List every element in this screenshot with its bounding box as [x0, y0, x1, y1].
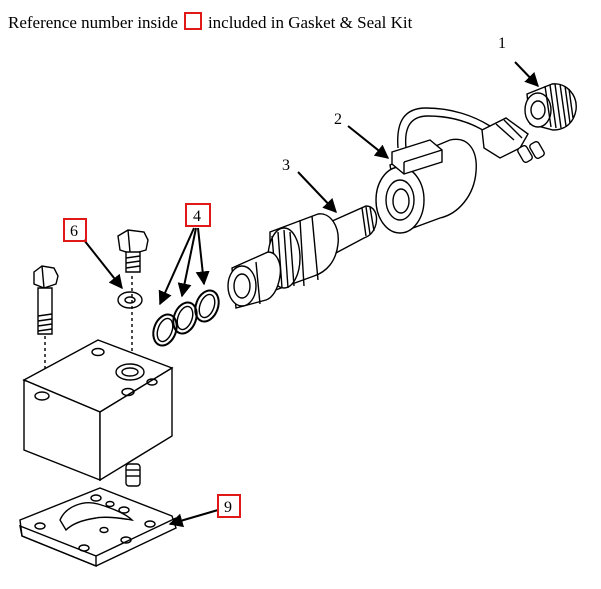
legend-header: Reference number inside included in Gaske… [8, 12, 412, 33]
callout-arrow-4c [195, 227, 210, 286]
callout-arrow-4a [158, 227, 195, 306]
legend-text-after: included in Gasket & Seal Kit [207, 13, 413, 32]
callout-label-9: 9 [224, 499, 232, 516]
callout-arrow-4b [177, 227, 197, 298]
callout-label-4: 4 [193, 208, 201, 225]
part-knurled-nut [524, 83, 577, 131]
part-washer [117, 291, 143, 309]
callout-label-2: 2 [334, 111, 342, 128]
callout-arrow-3 [297, 171, 337, 214]
part-solenoid-coil [375, 107, 545, 234]
part-valve-body [22, 339, 174, 482]
callout-box-4 [185, 203, 211, 227]
callout-arrow-2 [347, 125, 390, 159]
part-long-bolt [33, 265, 59, 370]
callout-arrow-1 [514, 61, 539, 88]
callout-label-6: 6 [70, 223, 78, 240]
callout-box-9 [217, 494, 241, 518]
part-o-rings [152, 289, 220, 347]
part-gasket-plate [19, 487, 177, 568]
legend-red-box-icon [183, 12, 202, 30]
callout-box-6 [63, 218, 87, 242]
part-cartridge-valve [227, 205, 378, 309]
callout-arrow-6 [83, 239, 123, 290]
callout-arrow-9 [168, 509, 219, 528]
legend-text-before: Reference number inside [8, 13, 178, 32]
callout-label-3: 3 [282, 157, 290, 174]
callout-label-1: 1 [498, 35, 506, 52]
part-dowel-pin [125, 463, 141, 487]
part-cap-screw [117, 229, 149, 273]
